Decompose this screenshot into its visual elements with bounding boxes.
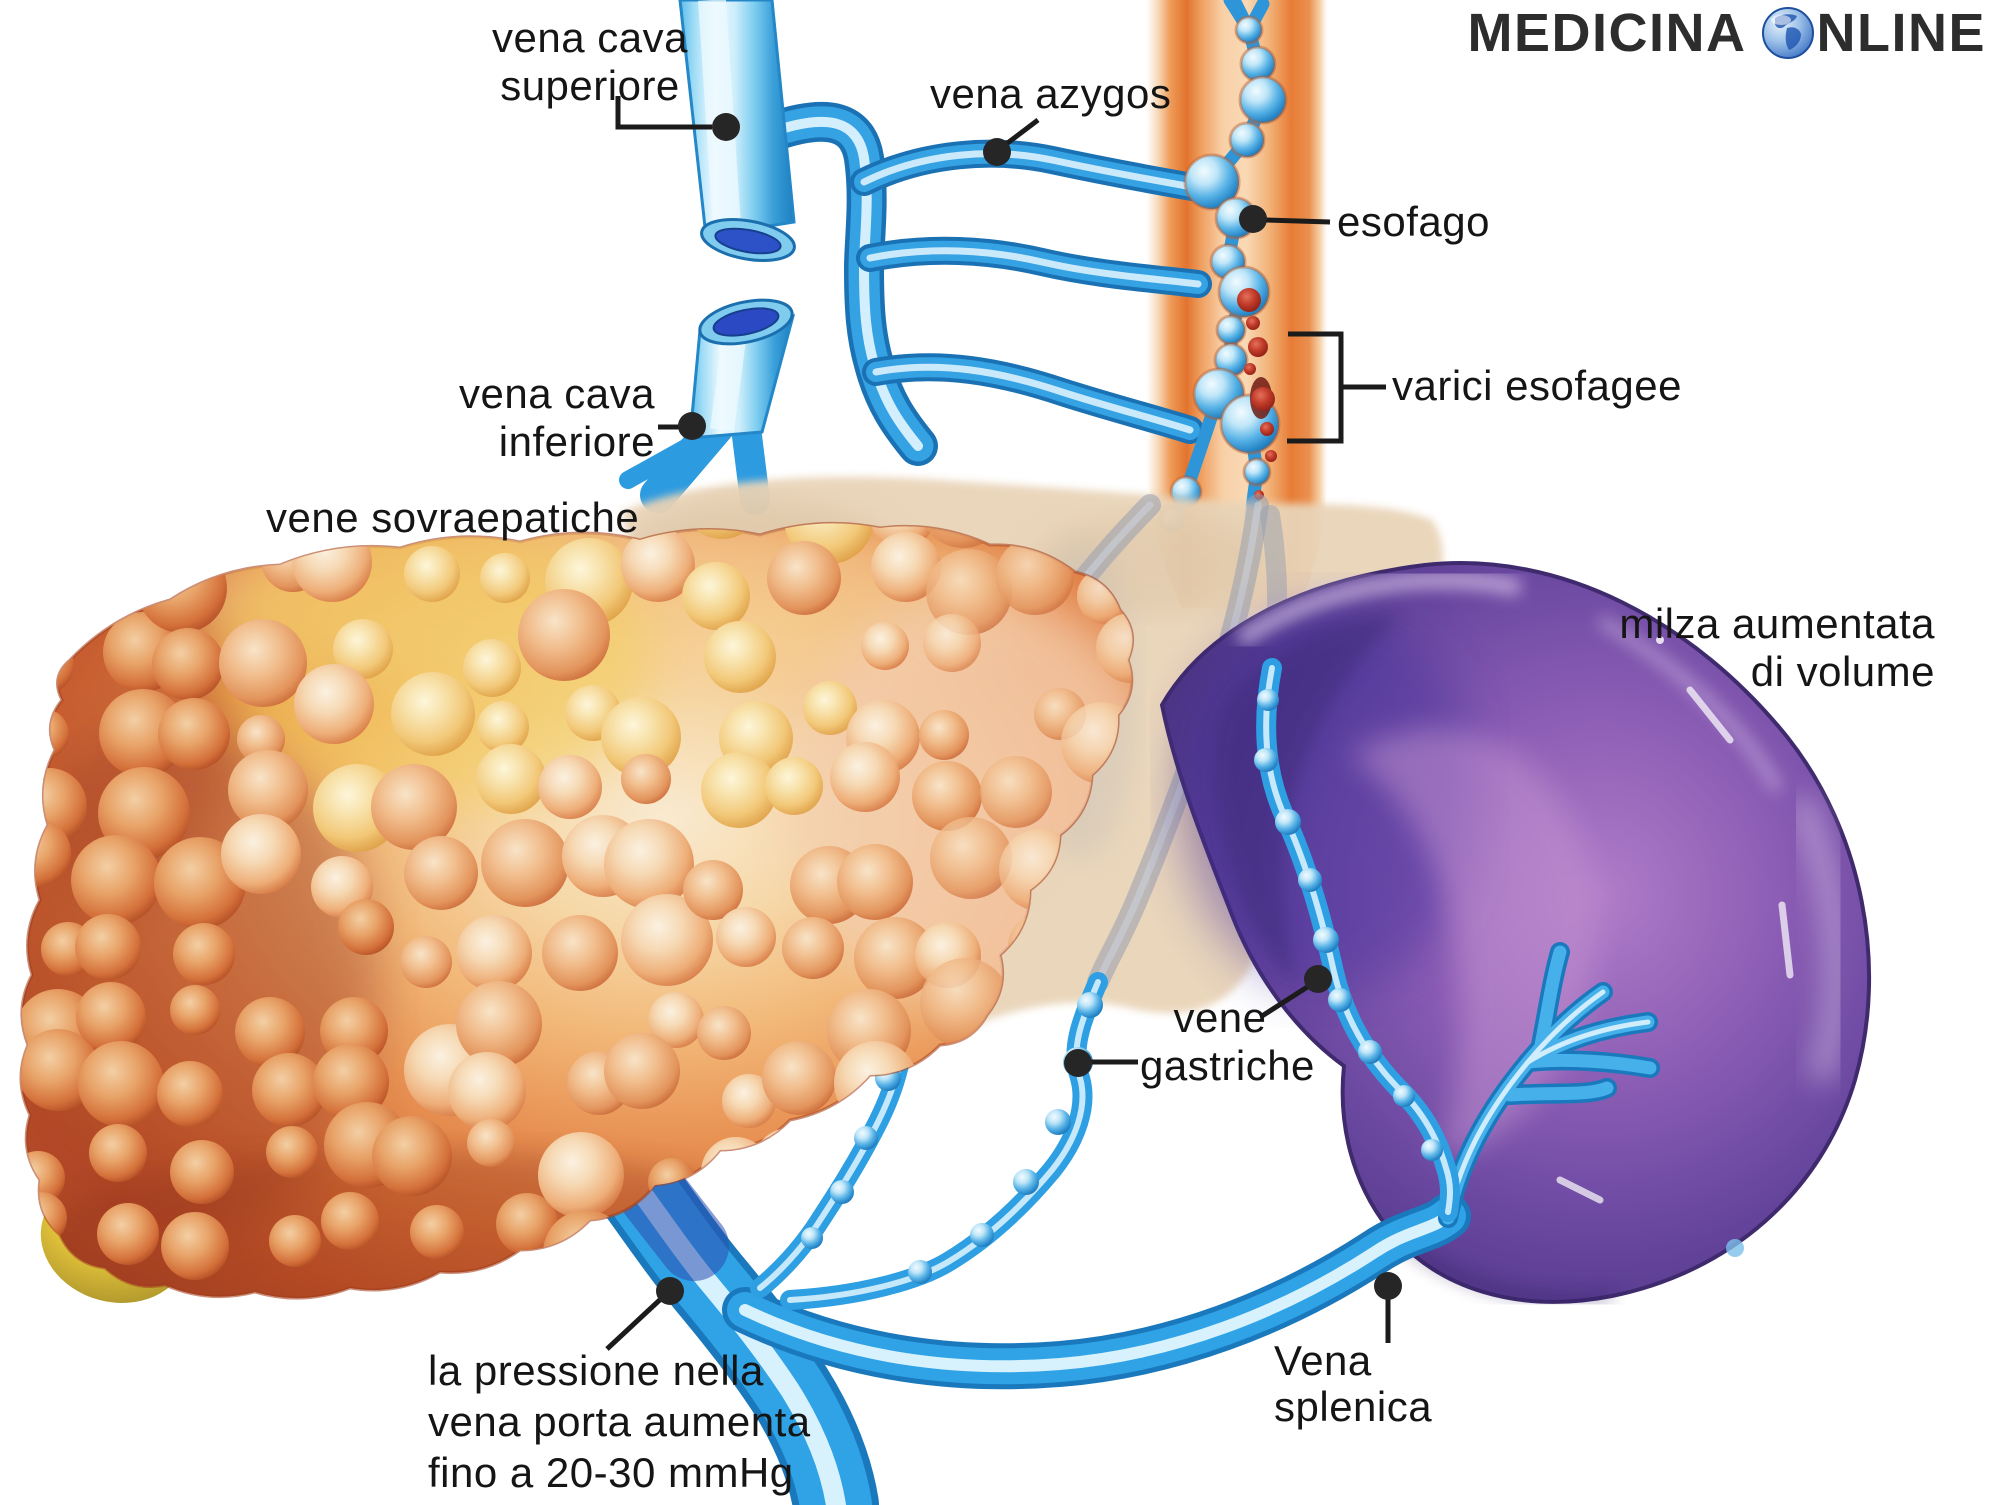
splenic-hilum-vessels: [1438, 942, 1660, 1228]
liver: [19, 521, 1134, 1300]
esophageal-varices: [1158, 0, 1288, 534]
label-esofago: esofago: [1337, 198, 1490, 245]
globe-icon: [1761, 6, 1815, 60]
logo-word-nline: NLINE: [1816, 3, 1986, 63]
label-vena-splenica: Vena splenica: [1274, 1337, 1433, 1431]
vena-azygos-vessels: [752, 101, 1212, 466]
label-pressione-porta: la pressione nella vena porta aumenta fi…: [428, 1347, 811, 1497]
label-vene-sovraepatiche: vene sovraepatiche: [266, 494, 640, 541]
vena-cava-superiore-vessel: [678, 0, 796, 262]
label-vene-gastriche: vene gastriche: [1140, 994, 1315, 1089]
leader-lines: [605, 96, 1402, 1351]
label-milza-aumentata: milza aumentata di volume: [1619, 600, 1935, 695]
label-vena-azygos: vena azygos: [930, 70, 1172, 117]
label-vena-cava-inferiore: vena cava inferiore: [459, 370, 655, 465]
medicina-online-logo: MEDICINA NLINE: [1468, 6, 1987, 60]
logo-word-medicina: MEDICINA: [1467, 3, 1747, 63]
label-vena-cava-superiore: vena cava superiore: [492, 14, 688, 109]
label-varici-esofagee: varici esofagee: [1392, 362, 1682, 409]
splenic-vein: [722, 1193, 1471, 1390]
